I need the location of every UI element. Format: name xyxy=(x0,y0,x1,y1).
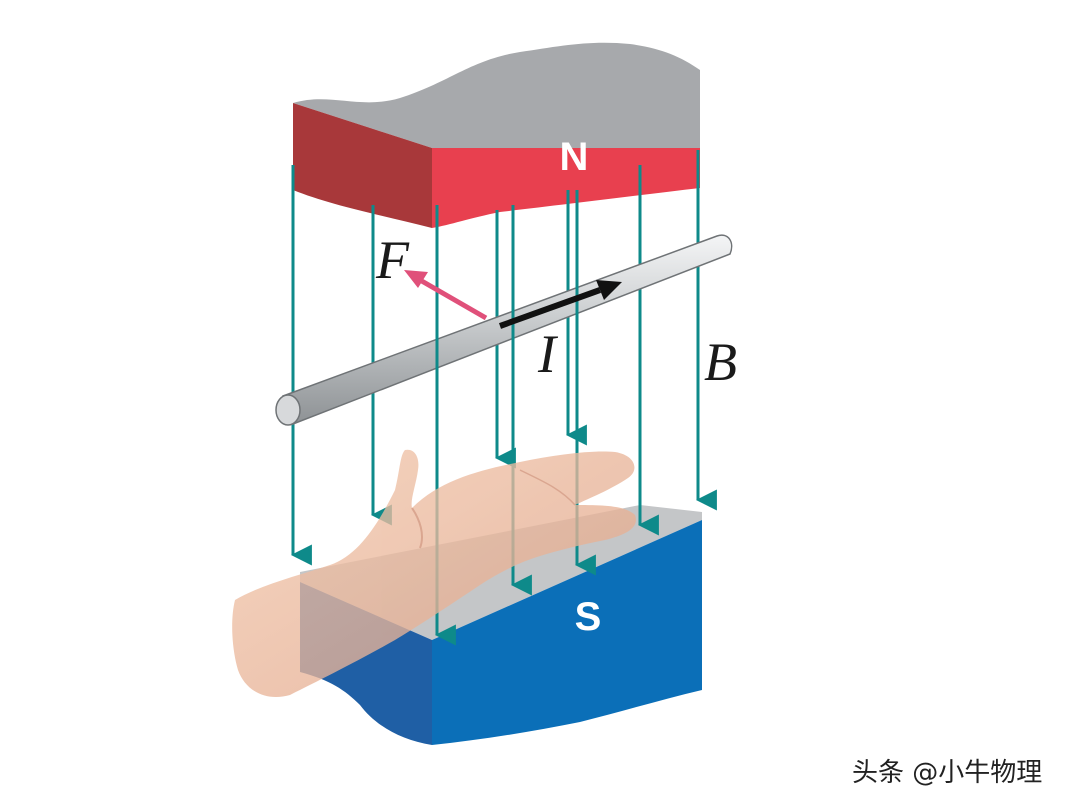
current-arrow xyxy=(498,280,622,329)
south-pole-label: S xyxy=(575,595,602,639)
north-magnet-top xyxy=(293,42,700,148)
force-arrow xyxy=(404,270,488,321)
north-pole-label: N xyxy=(560,135,589,179)
north-magnet-front xyxy=(432,148,700,228)
hand-icon xyxy=(232,449,636,698)
north-magnet: N xyxy=(293,42,700,228)
force-label: F xyxy=(375,230,410,290)
rod-end-cap xyxy=(275,394,301,426)
current-label: I xyxy=(537,324,559,384)
north-magnet-side xyxy=(293,103,432,228)
conductor-rod xyxy=(275,234,733,426)
south-magnet-front xyxy=(432,520,702,745)
field-label: B xyxy=(704,332,737,392)
watermark-text: 头条 @小牛物理 xyxy=(852,758,1042,788)
